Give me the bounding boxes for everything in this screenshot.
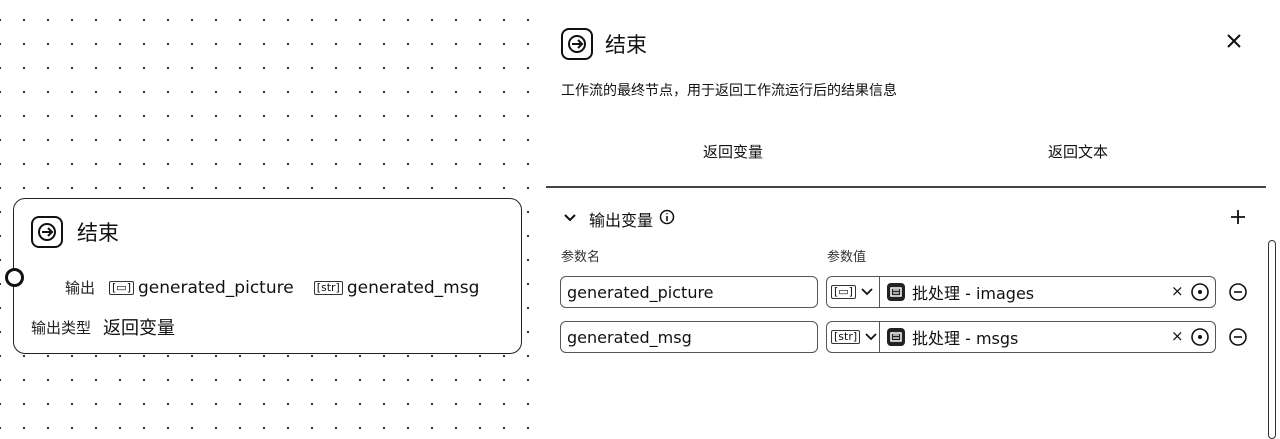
end-node-card[interactable]: 结束 输出 [▭] generated_picture [str] genera…	[5, 198, 522, 354]
param-value-reference[interactable]: 批处理 - msgs	[880, 321, 1216, 353]
plus-icon	[1231, 210, 1245, 224]
chevron-down-icon[interactable]	[563, 210, 577, 229]
param-value-reference[interactable]: 批处理 - images	[880, 276, 1216, 308]
minus-circle-icon[interactable]	[1228, 327, 1248, 347]
panel-title: 结束	[605, 33, 647, 57]
param-type-select[interactable]: [▭]	[826, 276, 880, 308]
tab-return-text[interactable]: 返回文本	[1048, 143, 1109, 161]
tab-return-variable[interactable]: 返回变量	[703, 143, 764, 161]
output-name: generated_picture	[138, 277, 294, 298]
panel-header: 结束	[561, 28, 647, 60]
info-icon[interactable]	[659, 209, 675, 229]
input-port[interactable]	[5, 268, 24, 287]
image-type-tag: [▭]	[831, 285, 856, 299]
output-name: generated_msg	[346, 277, 480, 298]
clear-reference-icon[interactable]: ×	[1171, 327, 1184, 345]
tab-divider	[546, 186, 1266, 188]
node-header: 结束	[31, 216, 119, 248]
param-row: [str] 批处理 - msgs ×	[560, 321, 1260, 357]
section-title: 输出变量	[589, 211, 654, 230]
target-icon[interactable]	[1188, 325, 1212, 349]
param-name-input[interactable]	[560, 276, 818, 308]
output-label: 输出	[65, 279, 96, 297]
output-type-label: 输出类型	[31, 318, 92, 337]
scrollbar[interactable]	[1268, 240, 1276, 439]
string-type-tag: [str]	[313, 280, 343, 295]
batch-node-icon	[887, 283, 905, 301]
string-type-tag: [str]	[831, 330, 861, 344]
node-title: 结束	[77, 221, 119, 245]
column-header-value: 参数值	[827, 250, 867, 265]
panel-description: 工作流的最终节点，用于返回工作流运行后的结果信息	[561, 83, 897, 99]
reference-label: 批处理 - msgs	[912, 329, 1019, 348]
node-output-type-row: 输出类型 返回变量	[31, 314, 175, 340]
workflow-canvas[interactable]: 结束 输出 [▭] generated_picture [str] genera…	[0, 0, 546, 439]
end-node-icon	[31, 216, 63, 248]
chevron-down-icon	[861, 288, 873, 296]
column-header-name: 参数名	[561, 250, 601, 265]
close-icon[interactable]	[1222, 29, 1246, 53]
node-settings-panel: 结束 工作流的最终节点，用于返回工作流运行后的结果信息 返回变量 返回文本 输出…	[546, 0, 1280, 439]
reference-label: 批处理 - images	[912, 284, 1035, 303]
chevron-down-icon	[865, 333, 877, 341]
output-type-value: 返回变量	[103, 318, 176, 339]
target-icon[interactable]	[1188, 280, 1212, 304]
node-outputs-row: 输出 [▭] generated_picture [str] generated…	[65, 277, 499, 298]
output-variables-section-header[interactable]: 输出变量	[563, 207, 675, 231]
image-type-tag: [▭]	[109, 280, 134, 295]
batch-node-icon	[887, 328, 905, 346]
param-type-select[interactable]: [str]	[826, 321, 880, 353]
clear-reference-icon[interactable]: ×	[1171, 282, 1184, 300]
add-variable-button[interactable]	[1228, 207, 1248, 227]
param-name-input[interactable]	[560, 321, 818, 353]
minus-circle-icon[interactable]	[1228, 282, 1248, 302]
param-row: [▭] 批处理 - images ×	[560, 276, 1260, 312]
end-node-icon	[561, 28, 593, 60]
